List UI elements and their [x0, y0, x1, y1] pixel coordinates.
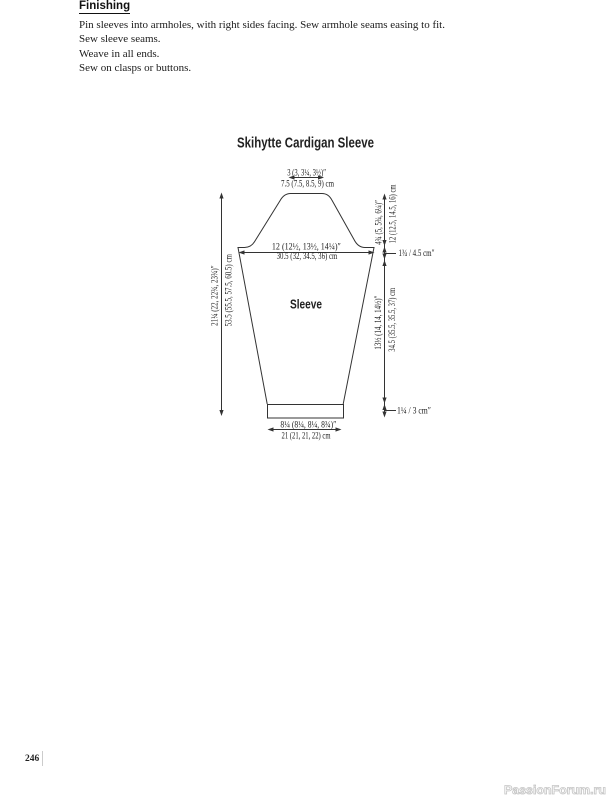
- svg-text:21 (21, 21, 22) cm: 21 (21, 21, 22) cm: [282, 431, 331, 441]
- svg-text:4¾ (5, 5¾, 6¼)″: 4¾ (5, 5¾, 6¼)″: [373, 200, 383, 245]
- svg-text:Skihytte Cardigan Sleeve: Skihytte Cardigan Sleeve: [237, 135, 374, 151]
- svg-text:21¼ (22, 22¾, 23¾)″: 21¼ (22, 22¾, 23¾)″: [209, 265, 219, 326]
- svg-text:34.5 (35.5, 35.5, 37) cm: 34.5 (35.5, 35.5, 37) cm: [387, 288, 397, 352]
- svg-text:1¼ / 3 cm″: 1¼ / 3 cm″: [397, 406, 431, 416]
- svg-text:3 (3, 3¼, 3½)″: 3 (3, 3¼, 3½)″: [287, 168, 326, 178]
- svg-text:30.5 (32, 34.5, 36) cm: 30.5 (32, 34.5, 36) cm: [277, 251, 338, 261]
- svg-text:12 (12.5, 14.5, 16) cm: 12 (12.5, 14.5, 16) cm: [387, 184, 397, 243]
- svg-text:53.5 (55.5, 57.5, 60.5) cm: 53.5 (55.5, 57.5, 60.5) cm: [223, 254, 233, 326]
- svg-text:Sleeve: Sleeve: [290, 297, 322, 312]
- svg-text:7.5 (7.5, 8.5, 9) cm: 7.5 (7.5, 8.5, 9) cm: [281, 178, 334, 188]
- svg-text:13½ (14, 14, 14½)″: 13½ (14, 14, 14½)″: [373, 295, 383, 349]
- svg-text:1¾ / 4.5 cm″: 1¾ / 4.5 cm″: [399, 248, 435, 258]
- svg-text:8¼ (8¼, 8¼, 8¾)″: 8¼ (8¼, 8¼, 8¾)″: [280, 420, 336, 430]
- svg-text:12 (12½, 13½, 14¼)″: 12 (12½, 13½, 14¼)″: [272, 242, 341, 252]
